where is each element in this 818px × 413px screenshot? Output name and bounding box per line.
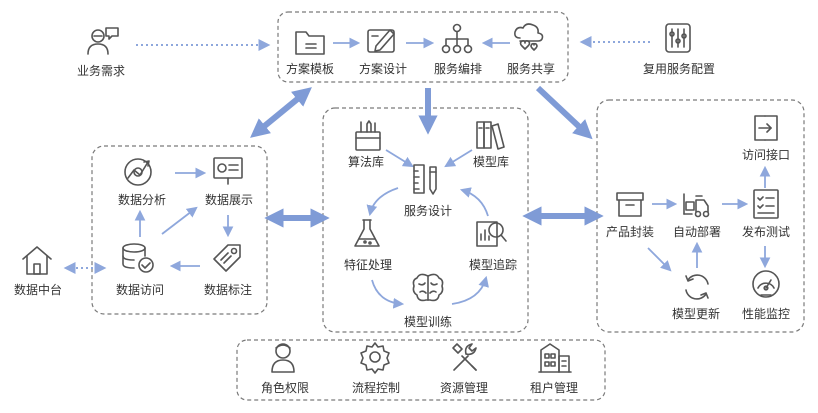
design-tablet-icon	[367, 29, 395, 53]
label-business-request: 业务需求	[76, 64, 126, 78]
label-service-sharing: 服务共享	[506, 62, 556, 76]
magnify-chart-icon	[476, 221, 507, 247]
user-request-icon	[87, 27, 119, 55]
org-tree-icon	[441, 23, 473, 54]
arrow-design-to-feature	[366, 187, 399, 217]
arrow-training-to-tracking	[451, 275, 489, 305]
label-release-test: 发布测试	[741, 225, 791, 239]
tools-icon	[452, 343, 477, 371]
database-check-icon	[122, 243, 154, 273]
label-model-tracking: 模型追踪	[468, 258, 518, 272]
presentation-icon	[213, 157, 243, 185]
label-data-labeling: 数据标注	[203, 283, 253, 297]
arrow-tracking-to-design	[459, 187, 489, 217]
house-icon	[22, 246, 52, 275]
label-performance-monitor: 性能监控	[741, 307, 791, 321]
ruler-pencil-icon	[413, 164, 437, 195]
left-group-box	[91, 145, 268, 315]
package-box-icon	[616, 192, 644, 217]
flask-icon	[354, 219, 380, 247]
gear-icon	[360, 342, 390, 374]
label-service-design: 服务设计	[403, 204, 453, 218]
cloud-share-icon	[514, 23, 544, 51]
arrow-algolib-to-design	[385, 149, 414, 168]
label-data-analysis: 数据分析	[117, 193, 167, 207]
label-process-control: 流程控制	[351, 381, 401, 395]
toolbox-icon	[355, 120, 381, 151]
folder-icon	[295, 31, 325, 55]
config-sliders-icon	[665, 23, 691, 53]
arrow-feature-to-training	[371, 279, 405, 309]
label-access-interface: 访问接口	[741, 148, 791, 162]
login-door-icon	[754, 115, 778, 141]
books-icon	[476, 121, 505, 150]
person-icon	[271, 343, 295, 373]
big-arrow-top-left	[250, 87, 312, 138]
label-solution-template: 方案模板	[285, 62, 335, 76]
big-arrow-top-right	[535, 85, 593, 140]
label-reuse-config: 复用服务配置	[642, 62, 716, 76]
arrow-access-to-display	[161, 206, 198, 235]
label-solution-design: 方案设计	[358, 62, 408, 76]
buildings-icon	[538, 343, 572, 373]
label-tenant-management: 租户管理	[529, 381, 579, 395]
target-chart-icon	[124, 158, 152, 186]
top-group-box	[277, 11, 569, 83]
label-data-center: 数据中台	[13, 283, 63, 297]
tag-icon	[213, 244, 241, 272]
label-product-packaging: 产品封装	[605, 225, 655, 239]
right-group-box	[596, 99, 805, 333]
label-data-access: 数据访问	[115, 283, 165, 297]
label-model-update: 模型更新	[671, 307, 721, 321]
center-group-box	[322, 107, 529, 333]
label-feature-processing: 特征处理	[343, 258, 393, 272]
label-model-training: 模型训练	[403, 315, 453, 329]
arrow-modellib-to-design	[444, 149, 473, 168]
label-model-library: 模型库	[472, 155, 510, 169]
checklist-icon	[753, 189, 779, 219]
gauge-icon	[752, 270, 780, 298]
forklift-icon	[683, 193, 710, 218]
label-algorithm-library: 算法库	[347, 155, 385, 169]
brain-icon	[412, 273, 444, 302]
arrow-package-to-update	[647, 247, 672, 272]
label-data-display: 数据展示	[204, 193, 254, 207]
refresh-icon	[685, 274, 709, 300]
label-service-orchestration: 服务编排	[433, 62, 483, 76]
label-resource-management: 资源管理	[439, 381, 489, 395]
label-auto-deploy: 自动部署	[672, 225, 722, 239]
label-role-permission: 角色权限	[260, 381, 310, 395]
